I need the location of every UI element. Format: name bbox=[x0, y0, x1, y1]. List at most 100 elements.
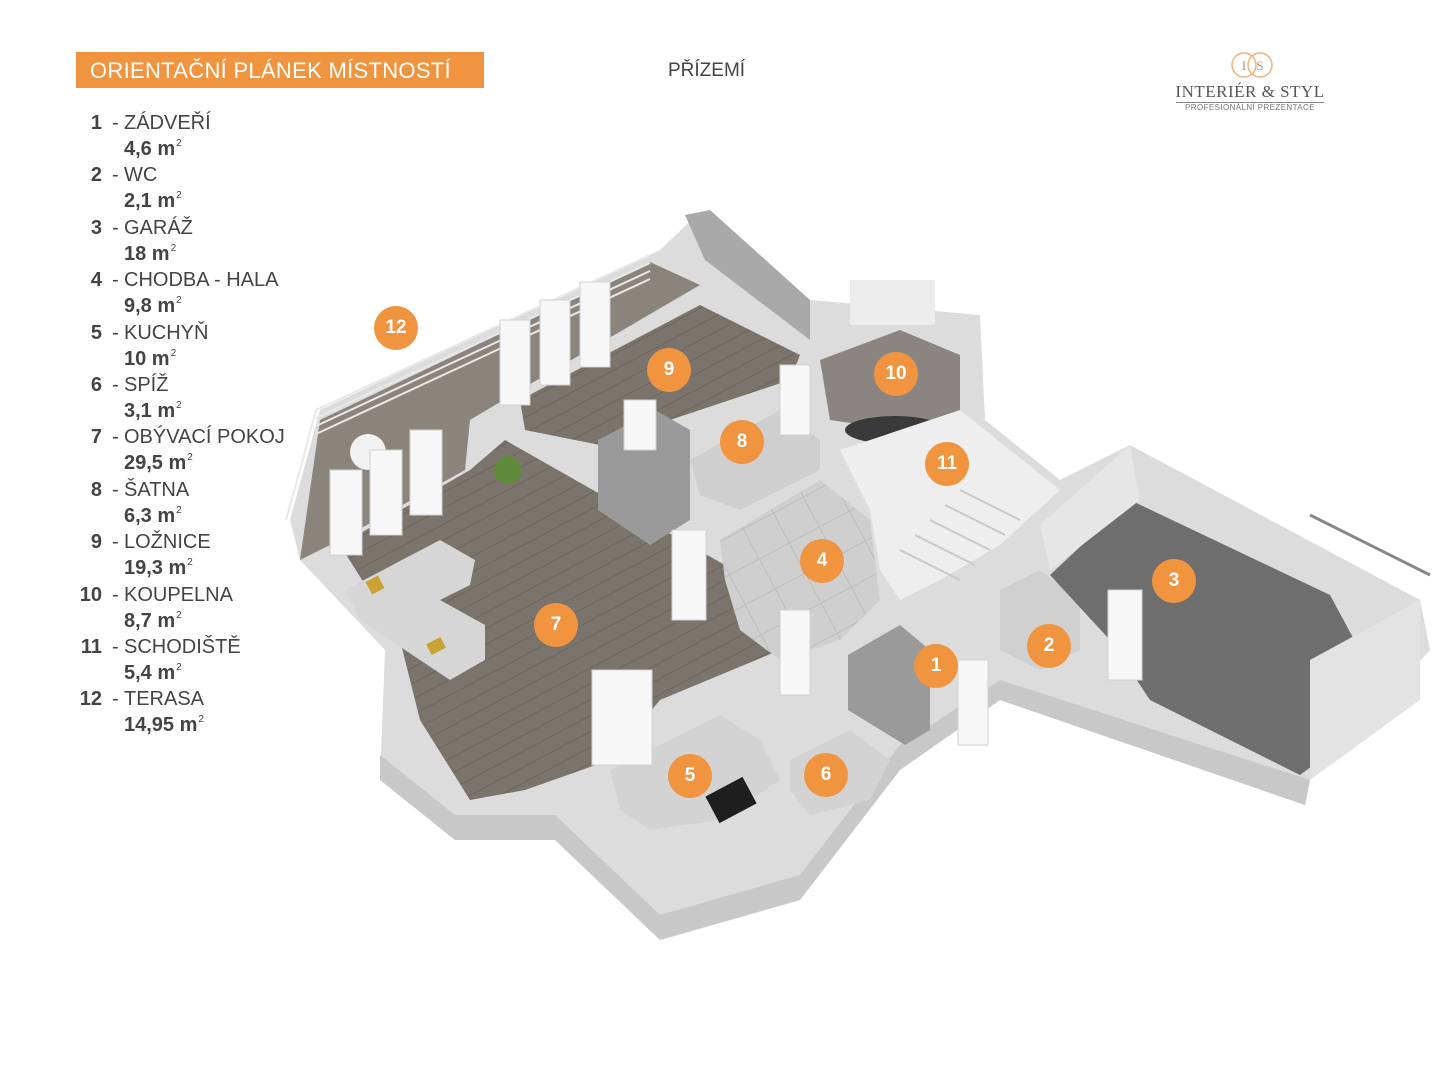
room-marker-6: 6 bbox=[804, 753, 848, 797]
room-area: 10 m2 bbox=[124, 347, 177, 370]
room-area: 9,8 m2 bbox=[124, 295, 182, 318]
room-marker-2: 2 bbox=[1027, 624, 1071, 668]
floor-label: PŘÍZEMÍ bbox=[668, 60, 746, 81]
door bbox=[1107, 589, 1143, 681]
room-name: KOUPELNA bbox=[124, 583, 233, 606]
room-name: SCHODIŠTĚ bbox=[124, 635, 241, 658]
room-number: 8 bbox=[90, 478, 102, 501]
room-name: SPÍŽ bbox=[124, 373, 169, 396]
room-number: 7 bbox=[90, 426, 102, 449]
garage-floor bbox=[1050, 500, 1365, 775]
room-marker-5: 5 bbox=[668, 754, 712, 798]
sofa bbox=[345, 540, 485, 680]
garage-wall bbox=[1040, 445, 1140, 570]
logo-monogram-left: I bbox=[1242, 58, 1246, 73]
door bbox=[957, 659, 989, 746]
glass-door bbox=[579, 281, 611, 368]
room-name: KUCHYŇ bbox=[124, 321, 209, 344]
logo-monogram-right: S bbox=[1256, 58, 1263, 73]
room-name: ŠATNA bbox=[124, 478, 190, 501]
logo-rule bbox=[1176, 102, 1324, 103]
room-name: LOŽNICE bbox=[124, 531, 211, 554]
glass-door bbox=[539, 299, 571, 386]
room-number: 6 bbox=[90, 373, 102, 396]
room-name: WC bbox=[124, 164, 158, 187]
glass-door bbox=[591, 669, 653, 766]
room-area: 14,95 m2 bbox=[124, 714, 204, 737]
room-area: 19,3 m2 bbox=[124, 557, 193, 580]
plant-icon bbox=[494, 456, 522, 484]
hall-floor bbox=[720, 480, 880, 660]
sofa-cushion bbox=[365, 575, 385, 595]
room-area: 18 m2 bbox=[124, 242, 177, 265]
glass-door bbox=[409, 429, 443, 516]
room-area: 8,7 m2 bbox=[124, 609, 182, 632]
logo-brand: INTERIÉR & STYL bbox=[1175, 82, 1325, 101]
room-name: GARÁŽ bbox=[124, 216, 193, 239]
door bbox=[671, 529, 707, 621]
room-number: 2 bbox=[90, 164, 102, 187]
house-front-wall bbox=[380, 680, 1310, 940]
room-name: ZÁDVEŘÍ bbox=[124, 112, 211, 134]
door bbox=[779, 364, 811, 436]
room-number: 11 bbox=[80, 635, 102, 658]
room-number: 5 bbox=[90, 321, 102, 344]
title-bar: ORIENTAČNÍ PLÁNEK MÍSTNOSTÍ bbox=[76, 52, 484, 88]
room-marker-1: 1 bbox=[914, 644, 958, 688]
bathroom-window bbox=[850, 280, 935, 325]
page-title: ORIENTAČNÍ PLÁNEK MÍSTNOSTÍ bbox=[90, 58, 451, 83]
stair-steps bbox=[899, 489, 1021, 581]
room-area: 6,3 m2 bbox=[124, 504, 182, 527]
room-area: 5,4 m2 bbox=[124, 661, 182, 684]
staircase bbox=[840, 410, 1060, 600]
room-marker-3: 3 bbox=[1152, 559, 1196, 603]
garage-rail bbox=[1309, 513, 1431, 577]
room-number: 9 bbox=[90, 531, 102, 554]
room-number: 10 bbox=[79, 583, 102, 606]
wardrobe-wall bbox=[685, 210, 810, 340]
room-area: 3,1 m2 bbox=[124, 399, 182, 422]
room-name: CHODBA - HALA bbox=[124, 269, 279, 292]
room-number: 3 bbox=[90, 216, 102, 239]
logo-tagline: PROFESIONÁLNÍ PREZENTACE bbox=[1185, 103, 1315, 112]
company-logo: I S INTERIÉR & STYL PROFESIONÁLNÍ PREZEN… bbox=[1170, 50, 1330, 116]
glass-door bbox=[369, 449, 403, 536]
room-name: OBÝVACÍ POKOJ bbox=[124, 426, 285, 449]
cooktop-icon bbox=[705, 776, 757, 824]
room-marker-9: 9 bbox=[647, 348, 691, 392]
room-marker-10: 10 bbox=[874, 352, 918, 396]
sofa-cushion bbox=[426, 636, 446, 656]
room-marker-7: 7 bbox=[534, 603, 578, 647]
room-area: 2,1 m2 bbox=[124, 190, 182, 213]
room-area: 4,6 m2 bbox=[124, 138, 182, 160]
door bbox=[623, 399, 657, 451]
entrance-cabinet bbox=[848, 625, 930, 745]
room-number: 1 bbox=[90, 112, 102, 134]
glass-door bbox=[329, 469, 363, 556]
room-marker-8: 8 bbox=[720, 420, 764, 464]
room-marker-12: 12 bbox=[374, 306, 418, 350]
room-name: TERASA bbox=[124, 688, 205, 711]
door bbox=[779, 609, 811, 696]
room-number: 12 bbox=[79, 688, 102, 711]
room-marker-4: 4 bbox=[800, 539, 844, 583]
logo-rings-icon: I S bbox=[1231, 52, 1273, 78]
garage-door bbox=[1310, 600, 1420, 780]
doors bbox=[329, 281, 1143, 766]
room-number: 4 bbox=[90, 269, 102, 292]
wardrobe-cabinet bbox=[598, 410, 690, 545]
